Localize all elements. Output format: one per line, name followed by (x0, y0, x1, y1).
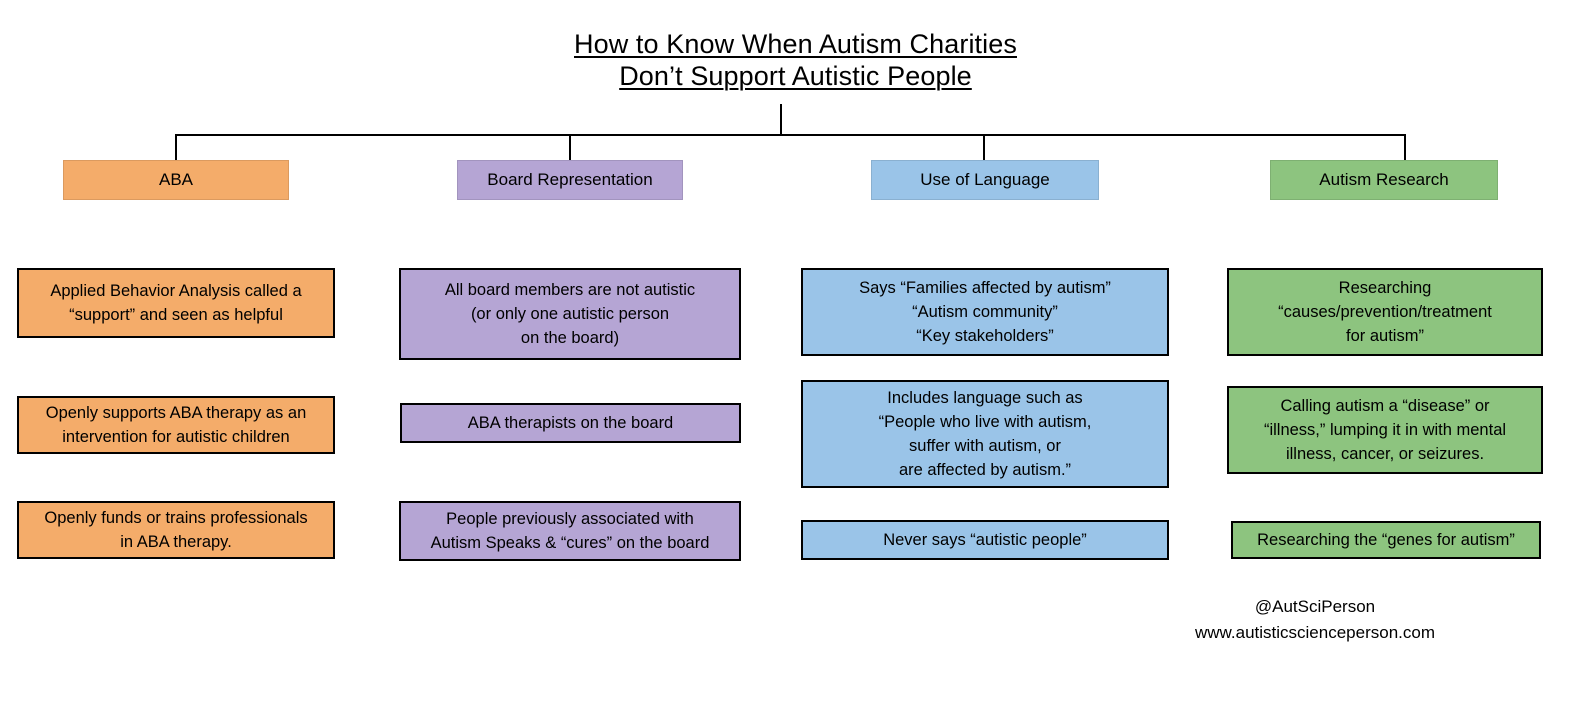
item-aba-2-line-1: Openly supports ABA therapy as an (45, 404, 307, 422)
item-aba-2[interactable]: Openly supports ABA therapy as an interv… (17, 396, 335, 454)
item-research-1[interactable]: Researching “causes/prevention/treatment… (1227, 268, 1543, 356)
connector-drop-research (1404, 134, 1406, 160)
item-board-2[interactable]: ABA therapists on the board (400, 403, 741, 443)
item-board-1-line-2: (or only one autistic person (470, 305, 670, 323)
item-research-1-line-1: Researching (1338, 279, 1432, 297)
item-language-2-line-3: suffer with autism, or (909, 437, 1061, 455)
category-header-autism-research[interactable]: Autism Research (1270, 160, 1498, 200)
item-language-3[interactable]: Never says “autistic people” (801, 520, 1169, 560)
item-research-3[interactable]: Researching the “genes for autism” (1231, 521, 1541, 559)
item-aba-2-line-2: intervention for autistic children (62, 428, 290, 446)
category-header-board-representation[interactable]: Board Representation (457, 160, 683, 200)
item-board-2-line-1: ABA therapists on the board (467, 414, 674, 432)
category-header-use-of-language[interactable]: Use of Language (871, 160, 1099, 200)
item-board-1-line-1: All board members are not autistic (444, 281, 696, 299)
item-language-1-line-1: Says “Families affected by autism” (859, 279, 1111, 297)
item-research-1-line-2: “causes/prevention/treatment (1278, 303, 1492, 321)
category-header-autism-research-label: Autism Research (1319, 170, 1449, 189)
item-aba-3-line-2: in ABA therapy. (120, 533, 232, 551)
connector-horizontal-bar (175, 134, 1406, 136)
item-language-1-line-2: “Autism community” (912, 303, 1058, 321)
category-header-use-of-language-label: Use of Language (920, 170, 1050, 189)
page-title: How to Know When Autism Charities Don’t … (0, 28, 1591, 92)
page-title-line-2: Don’t Support Autistic People (619, 61, 972, 91)
item-board-3-line-1: People previously associated with (446, 510, 694, 528)
item-research-3-line-1: Researching the “genes for autism” (1257, 531, 1515, 549)
item-board-1-line-3: on the board) (520, 329, 620, 347)
connector-drop-board (569, 134, 571, 160)
connector-stem (780, 104, 782, 136)
item-aba-3[interactable]: Openly funds or trains professionals in … (17, 501, 335, 559)
item-language-1[interactable]: Says “Families affected by autism” “Auti… (801, 268, 1169, 356)
item-board-3[interactable]: People previously associated with Autism… (399, 501, 741, 561)
item-aba-1-line-1: Applied Behavior Analysis called a (50, 282, 302, 300)
page-title-line-1: How to Know When Autism Charities (574, 29, 1017, 59)
item-language-2[interactable]: Includes language such as “People who li… (801, 380, 1169, 488)
column-aba: ABA Applied Behavior Analysis called a “… (17, 160, 335, 559)
item-research-2-line-3: illness, cancer, or seizures. (1285, 445, 1485, 463)
item-aba-1-line-2: “support” and seen as helpful (69, 306, 283, 324)
column-autism-research: Autism Research Researching “causes/prev… (1227, 160, 1543, 559)
item-language-3-line-1: Never says “autistic people” (883, 531, 1087, 549)
item-aba-3-line-1: Openly funds or trains professionals (44, 509, 308, 527)
item-research-1-line-3: for autism” (1346, 327, 1424, 345)
footer-website: www.autisticscienceperson.com (1195, 623, 1435, 642)
category-header-aba-label: ABA (158, 170, 194, 189)
footer-handle: @AutSciPerson (1254, 597, 1376, 616)
item-language-2-line-1: Includes language such as (887, 389, 1083, 407)
column-board-representation: Board Representation All board members a… (399, 160, 741, 561)
item-language-1-line-3: “Key stakeholders” (916, 327, 1054, 345)
footer-attribution: @AutSciPerson www.autisticscienceperson.… (1100, 594, 1530, 646)
category-header-board-representation-label: Board Representation (487, 170, 653, 189)
item-research-2[interactable]: Calling autism a “disease” or “illness,”… (1227, 386, 1543, 474)
connector-drop-language (983, 134, 985, 160)
item-aba-1[interactable]: Applied Behavior Analysis called a “supp… (17, 268, 335, 338)
item-board-1[interactable]: All board members are not autistic (or o… (399, 268, 741, 360)
item-research-2-line-2: “illness,” lumping it in with mental (1263, 421, 1507, 439)
item-research-2-line-1: Calling autism a “disease” or (1280, 397, 1490, 415)
item-board-3-line-2: Autism Speaks & “cures” on the board (430, 534, 710, 552)
column-use-of-language: Use of Language Says “Families affected … (801, 160, 1169, 560)
item-language-2-line-4: are affected by autism.” (898, 461, 1072, 479)
item-language-2-line-2: “People who live with autism, (878, 413, 1092, 431)
connector-drop-aba (175, 134, 177, 160)
category-header-aba[interactable]: ABA (63, 160, 289, 200)
